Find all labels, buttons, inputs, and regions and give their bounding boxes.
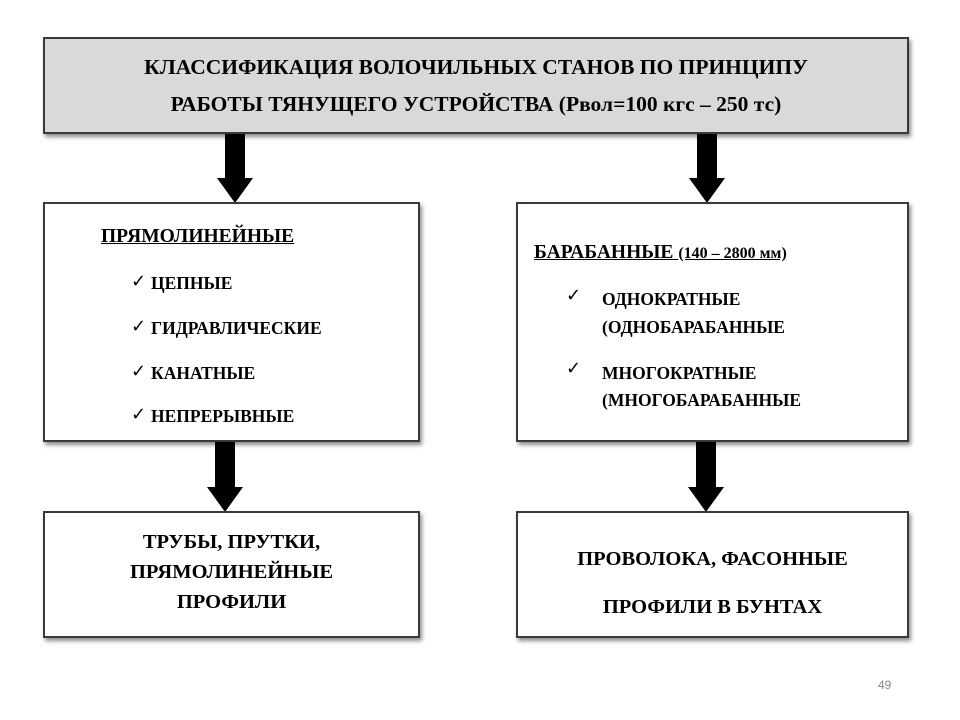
result-line: ПРОФИЛИ В БУНТАХ [602, 596, 823, 618]
classification-header: КЛАССИФИКАЦИЯ ВОЛОЧИЛЬНЫХ СТАНОВ ПО ПРИН… [43, 37, 909, 134]
checkmark-icon: ✓ [131, 361, 147, 382]
list-item: КАНАТНЫЕ [151, 363, 256, 383]
drum-title: БАРАБАННЫЕ (140 – 2800 мм) [534, 242, 787, 264]
drum-products-box: ПРОВОЛОКА, ФАСОННЫЕ ПРОФИЛИ В БУНТАХ [516, 511, 909, 638]
list-item-line-2: (ОДНОБАРАБАННЫЕ [602, 317, 785, 337]
result-line: ТРУБЫ, ПРУТКИ, [142, 531, 321, 553]
list-item: ГИДРАВЛИЧЕСКИЕ [151, 318, 322, 338]
header-line-1: КЛАССИФИКАЦИЯ ВОЛОЧИЛЬНЫХ СТАНОВ ПО ПРИН… [144, 55, 808, 79]
straight-line-mills-box: ПРЯМОЛИНЕЙНЫЕ ✓ ЦЕПНЫЕ ✓ ГИДРАВЛИЧЕСКИЕ … [43, 202, 420, 442]
arrow-down-icon [688, 442, 724, 512]
page-number: 49 [878, 678, 892, 692]
list-item-line-2: (МНОГОБАРАБАННЫЕ [602, 390, 802, 410]
drum-title-note: (140 – 2800 мм) [678, 245, 787, 262]
list-item-line-1: ОДНОКРАТНЫЕ [602, 289, 741, 309]
checkmark-icon: ✓ [131, 271, 147, 292]
checkmark-icon: ✓ [131, 316, 147, 337]
list-item-line-1: МНОГОКРАТНЫЕ [602, 363, 757, 383]
checkmark-icon: ✓ [566, 285, 582, 306]
header-line-2: РАБОТЫ ТЯНУЩЕГО УСТРОЙСТВА (Рвол=100 кгс… [170, 92, 782, 116]
arrow-down-icon [207, 442, 243, 512]
checkmark-icon: ✓ [131, 404, 147, 425]
result-line: ПРЯМОЛИНЕЙНЫЕ [129, 561, 334, 583]
arrow-down-icon [689, 134, 725, 203]
drum-mills-box: БАРАБАННЫЕ (140 – 2800 мм) ✓ ОДНОКРАТНЫЕ… [516, 202, 909, 442]
straight-line-title: ПРЯМОЛИНЕЙНЫЕ [101, 226, 295, 247]
result-line: ПРОФИЛИ [176, 591, 287, 613]
result-line: ПРОВОЛОКА, ФАСОННЫЕ [577, 548, 848, 570]
list-item: ЦЕПНЫЕ [151, 273, 233, 293]
drum-title-main: БАРАБАННЫЕ [534, 242, 674, 263]
arrow-down-icon [217, 134, 253, 203]
checkmark-icon: ✓ [566, 358, 582, 379]
straight-products-box: ТРУБЫ, ПРУТКИ, ПРЯМОЛИНЕЙНЫЕ ПРОФИЛИ [43, 511, 420, 638]
list-item: НЕПРЕРЫВНЫЕ [151, 406, 295, 426]
